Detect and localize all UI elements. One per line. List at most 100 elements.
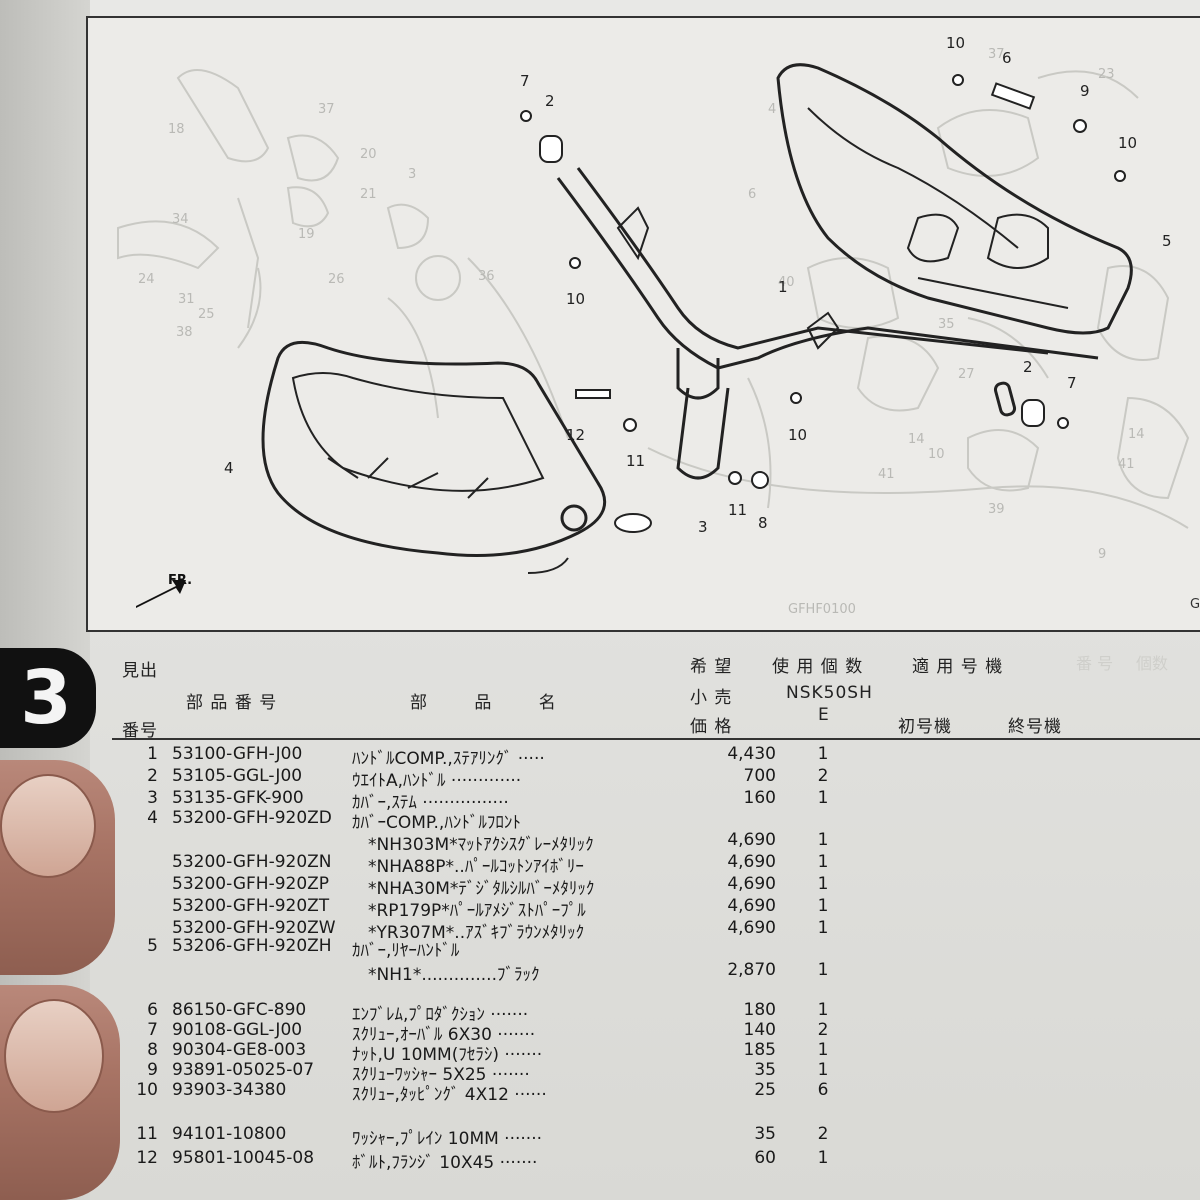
svg-text:37: 37: [988, 47, 1005, 62]
part-number: 53105-GGL-J00: [172, 766, 303, 786]
part-number: 93891-05025-07: [172, 1060, 315, 1080]
stem-cover-part-3: [614, 513, 652, 533]
price: 35: [754, 1060, 776, 1080]
table-row: 53200-GFH-920ZN *NHA88P*..ﾊﾟｰﾙｺｯﾄﾝｱｲﾎﾞﾘｰ…: [0, 852, 1200, 877]
price: 160: [743, 788, 776, 808]
small-parts-drawing: [520, 74, 1126, 533]
price: 4,690: [727, 852, 776, 872]
quantity: 1: [817, 744, 829, 764]
screw-part-7-top: [520, 110, 532, 122]
figure-corner-mark: G: [1190, 597, 1200, 612]
svg-text:21: 21: [360, 187, 377, 202]
header-divider: [112, 738, 1200, 740]
svg-text:4: 4: [768, 102, 776, 117]
part-name: *YR307M*..ｱｽﾞｷﾌﾞﾗｳﾝﾒﾀﾘｯｸ: [368, 923, 585, 943]
svg-text:11: 11: [626, 452, 645, 470]
svg-text:3: 3: [698, 518, 708, 536]
part-number: 94101-10800: [172, 1124, 287, 1144]
section-tab: 3: [0, 648, 96, 748]
quantity: 1: [817, 1060, 829, 1080]
quantity: 1: [817, 1148, 829, 1168]
quantity: 1: [817, 1040, 829, 1060]
screw-part-10-d: [1114, 170, 1126, 182]
svg-text:23: 23: [1098, 67, 1115, 82]
table-row: 7 90108-GGL-J00 ｽｸﾘｭｰ,ｵｰﾊﾞﾙ 6X30 ·······…: [0, 1020, 1200, 1045]
svg-text:41: 41: [1118, 457, 1135, 472]
part-name: ｳｴｲﾄA,ﾊﾝﾄﾞﾙ ·············: [352, 771, 522, 791]
quantity: 1: [817, 830, 829, 850]
row-number: 12: [136, 1148, 158, 1168]
svg-text:2: 2: [545, 92, 555, 110]
header-kibou: 希 望: [690, 657, 733, 677]
svg-text:11: 11: [728, 501, 747, 519]
washer-part-11-left: [623, 418, 637, 432]
table-row: *NH303M*ﾏｯﾄｱｸｼｽｸﾞﾚｰﾒﾀﾘｯｸ 4,690 1: [0, 830, 1200, 855]
price: 35: [754, 1124, 776, 1144]
quantity: 2: [817, 766, 829, 786]
table-row: 10 93903-34380 ｽｸﾘｭｰ,ﾀｯﾋﾟﾝｸﾞ 4X12 ······…: [0, 1080, 1200, 1105]
svg-text:10: 10: [566, 290, 585, 308]
row-number: 5: [147, 936, 158, 956]
part-name: ﾎﾞﾙﾄ,ﾌﾗﾝｼﾞ 10X45 ·······: [352, 1153, 538, 1173]
svg-text:34: 34: [172, 212, 189, 227]
table-row: 53200-GFH-920ZW *YR307M*..ｱｽﾞｷﾌﾞﾗｳﾝﾒﾀﾘｯｸ…: [0, 918, 1200, 943]
part-name: ｽｸﾘｭｰ,ﾀｯﾋﾟﾝｸﾞ 4X12 ······: [352, 1085, 547, 1105]
table-row: 9 93891-05025-07 ｽｸﾘｭｰﾜｯｼｬｰ 5X25 ·······…: [0, 1060, 1200, 1085]
row-number: 2: [147, 766, 158, 786]
exploded-parts-diagram: 18 20 21 37 3 34 24 31 25 38 26 36 19 6 …: [117, 34, 1200, 617]
part-number: 93903-34380: [172, 1080, 287, 1100]
price: 4,690: [727, 874, 776, 894]
header-bangou: 番号: [122, 721, 158, 741]
table-row: 5 53206-GFH-920ZH ｶﾊﾞｰ,ﾘﾔｰﾊﾝﾄﾞﾙ: [0, 936, 1200, 961]
exploded-diagram-frame: 18 20 21 37 3 34 24 31 25 38 26 36 19 6 …: [86, 16, 1200, 632]
price: 25: [754, 1080, 776, 1100]
svg-text:7: 7: [1067, 374, 1077, 392]
header-midashi: 見出: [122, 661, 158, 681]
weight-part-2-right: [1021, 399, 1045, 427]
svg-text:1: 1: [778, 278, 788, 296]
part-name: *NH1*..............ﾌﾞﾗｯｸ: [368, 965, 540, 985]
washer-part-11-right: [728, 471, 742, 485]
svg-text:3: 3: [408, 167, 416, 182]
part-name: ﾜｯｼｬｰ,ﾌﾟﾚｲﾝ 10MM ·······: [352, 1129, 543, 1149]
svg-text:8: 8: [758, 514, 768, 532]
header-kakaku: 価 格: [690, 717, 733, 737]
svg-text:9: 9: [1098, 547, 1106, 562]
row-number: 11: [136, 1124, 158, 1144]
part-number: 53200-GFH-920ZW: [172, 918, 336, 938]
faint-background-parts: [117, 69, 1190, 529]
front-handle-cover-drawing: [261, 340, 607, 574]
header-part-name: 部 品 名: [410, 693, 557, 713]
screw-part-7-right: [1057, 417, 1069, 429]
part-number: 90304-GE8-003: [172, 1040, 307, 1060]
section-tab-number: 3: [20, 655, 72, 741]
svg-text:41: 41: [878, 467, 895, 482]
rear-handle-cover-drawing: [776, 63, 1133, 335]
part-name: ｶﾊﾞｰ,ｽﾃﾑ ················: [352, 793, 509, 813]
svg-text:25: 25: [198, 307, 215, 322]
part-name: ﾊﾝﾄﾞﾙCOMP.,ｽﾃｱﾘﾝｸﾞ ·····: [352, 749, 545, 769]
part-number: 90108-GGL-J00: [172, 1020, 303, 1040]
header-model: NSK50SH: [786, 683, 873, 703]
part-number: 53100-GFH-J00: [172, 744, 303, 764]
quantity: 1: [817, 896, 829, 916]
weight-part-2-top: [539, 135, 563, 163]
row-number: 3: [147, 788, 158, 808]
part-number: 95801-10045-08: [172, 1148, 315, 1168]
quantity: 1: [817, 874, 829, 894]
svg-text:10: 10: [1118, 134, 1137, 152]
price: 700: [743, 766, 776, 786]
part-name: ﾅｯﾄ,U 10MM(ﾌｾﾗｼ) ·······: [352, 1045, 543, 1065]
fingernail-lower: [4, 999, 104, 1113]
svg-text:7: 7: [520, 72, 530, 90]
part-name: *NHA88P*..ﾊﾟｰﾙｺｯﾄﾝｱｲﾎﾞﾘｰ: [368, 857, 584, 877]
table-row: 53200-GFH-920ZT *RP179P*ﾊﾟｰﾙｱﾒｼﾞｽﾄﾊﾟｰﾌﾟﾙ…: [0, 896, 1200, 921]
price: 140: [743, 1020, 776, 1040]
svg-text:27: 27: [958, 367, 975, 382]
part-name: ｽｸﾘｭｰﾜｯｼｬｰ 5X25 ·······: [352, 1065, 530, 1085]
svg-text:40: 40: [778, 275, 795, 290]
svg-text:14: 14: [1128, 427, 1145, 442]
svg-text:37: 37: [318, 102, 335, 117]
table-row: 2 53105-GGL-J00 ｳｴｲﾄA,ﾊﾝﾄﾞﾙ ············…: [0, 766, 1200, 791]
